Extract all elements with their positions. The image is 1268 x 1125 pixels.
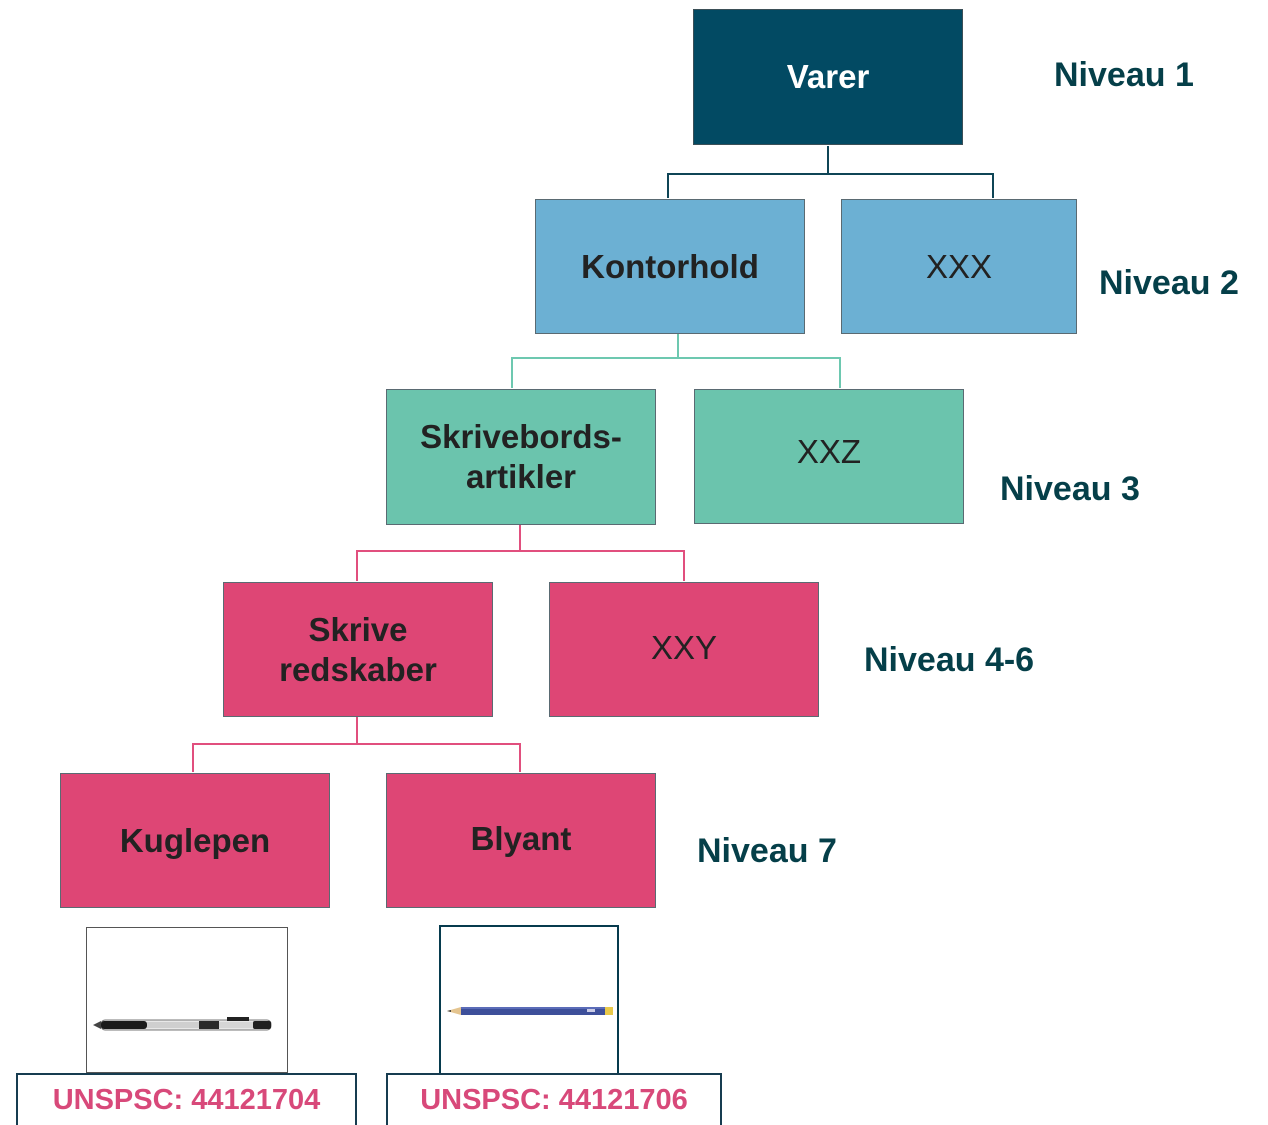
node-xxx[interactable]: XXX [841, 199, 1077, 334]
node-skrivebordsartikler[interactable]: Skrivebords- artikler [386, 389, 656, 525]
node-kontorhold-label: Kontorhold [581, 247, 759, 285]
unspsc-code-pen: UNSPSC: 44121704 [16, 1073, 357, 1125]
pencil-image [439, 925, 619, 1075]
pencil-icon [447, 1007, 613, 1015]
node-skrivebords-line2: artikler [465, 458, 577, 495]
ballpoint-pen-icon [93, 1017, 272, 1031]
node-xxy-label: XXY [650, 628, 718, 666]
node-kontorhold[interactable]: Kontorhold [535, 199, 805, 334]
node-blyant-label: Blyant [470, 819, 572, 857]
node-xxy[interactable]: XXY [549, 582, 819, 717]
node-skrive-line1: Skrive [308, 610, 408, 648]
level-label-4-6: Niveau 4-6 [864, 641, 1035, 679]
node-skrivebords-line1: Skrivebords- [420, 418, 622, 455]
level-label-3: Niveau 3 [1000, 470, 1140, 508]
node-blyant[interactable]: Blyant [386, 773, 656, 908]
level-label-7: Niveau 7 [697, 832, 837, 870]
unspsc-code-pencil: UNSPSC: 44121706 [386, 1073, 722, 1125]
connector-level3-bar [511, 357, 841, 388]
node-skriveredskaber[interactable]: Skrive redskaber [223, 582, 493, 717]
node-xxx-label: XXX [925, 247, 993, 285]
node-kuglepen[interactable]: Kuglepen [60, 773, 330, 908]
node-varer-label: Varer [786, 58, 870, 95]
node-varer[interactable]: Varer [693, 9, 963, 145]
connector-level7-bar [192, 743, 521, 772]
connector-level2-bar [667, 173, 994, 198]
level-label-1: Niveau 1 [1054, 56, 1194, 94]
node-kuglepen-label: Kuglepen [119, 821, 271, 859]
level-label-2: Niveau 2 [1099, 264, 1239, 302]
node-xxz[interactable]: XXZ [694, 389, 964, 524]
ballpoint-pen-image [86, 927, 288, 1073]
node-xxz-label: XXZ [796, 432, 862, 470]
connector-level4-bar [356, 550, 685, 581]
node-skrive-line2: redskaber [279, 650, 437, 688]
